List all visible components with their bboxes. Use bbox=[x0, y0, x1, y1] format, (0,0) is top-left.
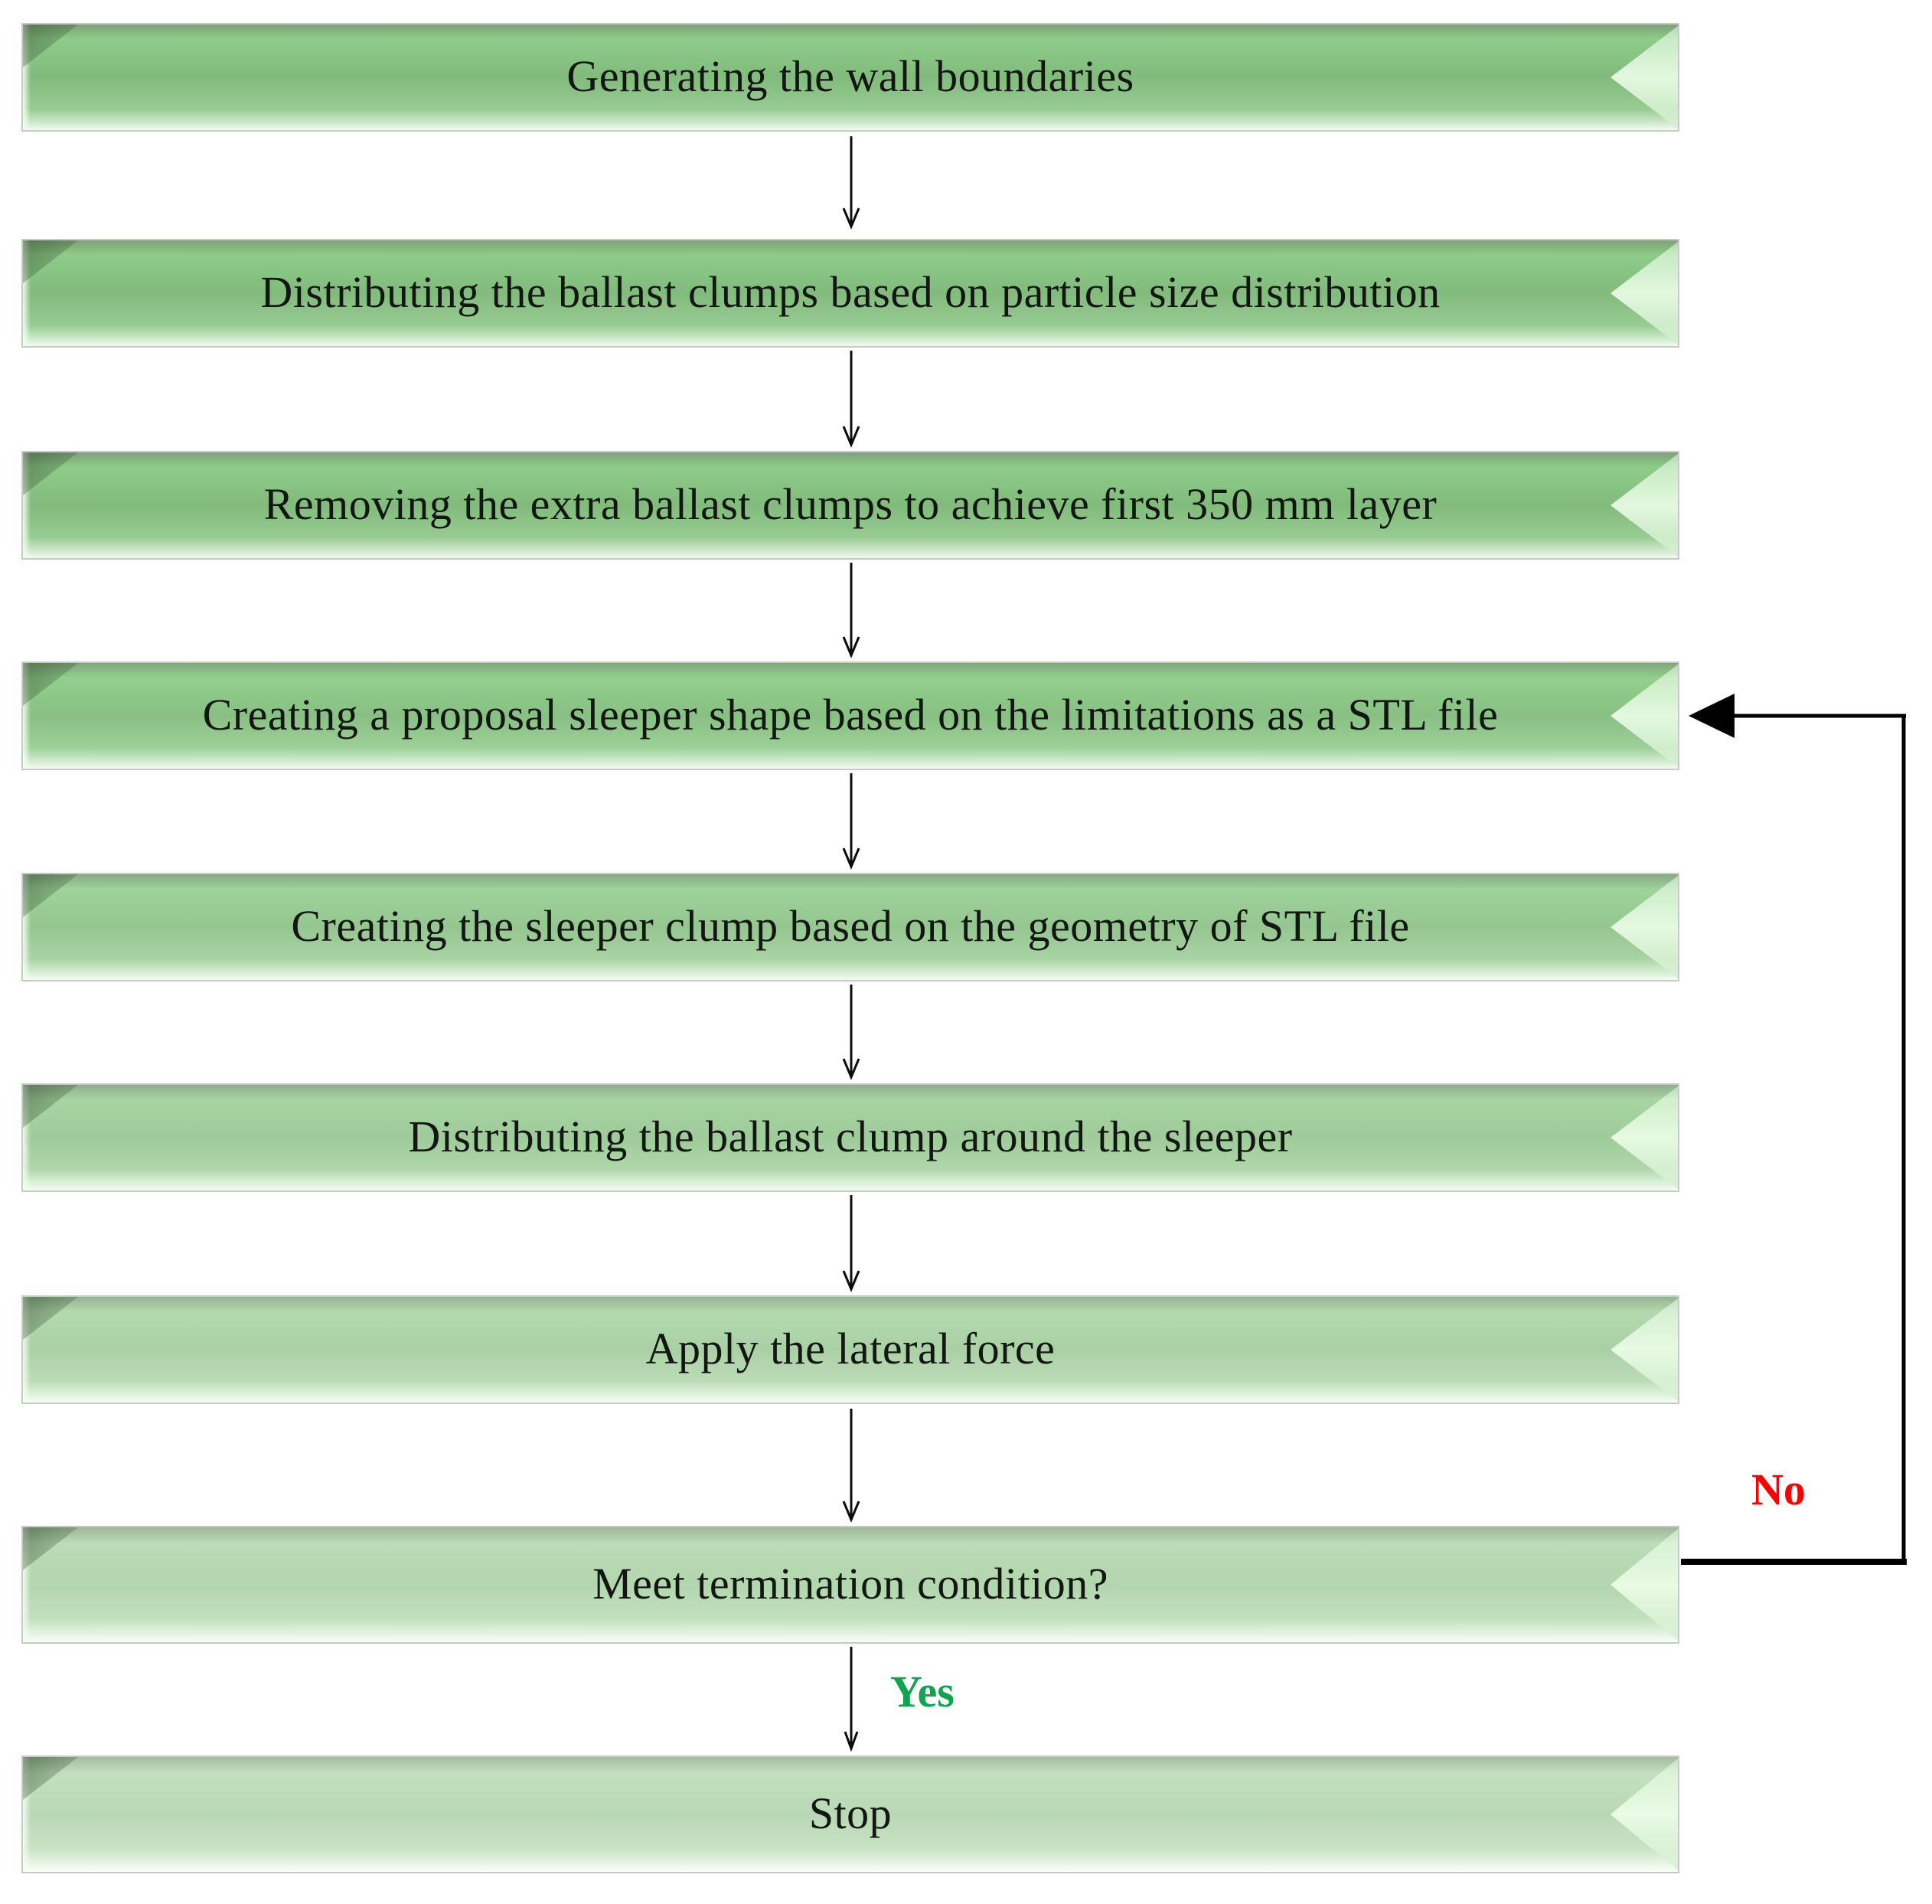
branch-label-no: No bbox=[1751, 1465, 1806, 1514]
arrowhead-down-icon bbox=[842, 1501, 860, 1523]
flow-step-stop: Stop bbox=[21, 1755, 1679, 1873]
flow-step-remove-extra-clumps: Removing the extra ballast clumps to ach… bbox=[21, 451, 1679, 560]
bevel-right-highlight bbox=[1611, 1298, 1678, 1401]
flow-step-label: Removing the extra ballast clumps to ach… bbox=[263, 478, 1438, 529]
bevel-fold-decoration bbox=[23, 452, 78, 495]
arrowhead-down-icon bbox=[844, 1731, 859, 1752]
bevel-left-highlight bbox=[23, 874, 31, 980]
bevel-right-highlight bbox=[1611, 1086, 1678, 1189]
branch-label-yes: Yes bbox=[890, 1667, 955, 1716]
arrowhead-down-icon bbox=[842, 847, 860, 870]
bevel-fold-decoration bbox=[23, 1757, 78, 1800]
arrowhead-down-icon bbox=[842, 426, 860, 448]
bevel-right-highlight bbox=[1611, 26, 1678, 129]
arrowhead-left-icon bbox=[1689, 694, 1735, 738]
bevel-right-highlight bbox=[1611, 1529, 1678, 1641]
arrowhead-down-icon bbox=[842, 1270, 860, 1292]
bevel-right-highlight bbox=[1611, 876, 1678, 978]
flow-step-label: Apply the lateral force bbox=[645, 1323, 1056, 1373]
bevel-left-highlight bbox=[23, 1085, 31, 1190]
no-loop-path bbox=[1681, 714, 1907, 1565]
bevel-right-highlight bbox=[1611, 1759, 1678, 1870]
bevel-right-highlight bbox=[1611, 242, 1678, 345]
bevel-left-highlight bbox=[23, 240, 31, 346]
flow-step-label: Distributing the ballast clumps based on… bbox=[260, 266, 1441, 317]
bevel-right-highlight bbox=[1611, 454, 1678, 557]
flow-step-label: Creating a proposal sleeper shape based … bbox=[202, 689, 1499, 740]
arrowhead-down-icon bbox=[842, 636, 860, 658]
flow-step-label: Distributing the ballast clump around th… bbox=[408, 1111, 1293, 1161]
flow-step-distribute-ballast-clumps: Distributing the ballast clumps based on… bbox=[21, 239, 1679, 348]
bevel-fold-decoration bbox=[23, 1297, 78, 1340]
bevel-fold-decoration bbox=[23, 663, 78, 706]
bevel-left-highlight bbox=[23, 1297, 31, 1403]
bevel-fold-decoration bbox=[23, 1085, 78, 1128]
arrowhead-down-icon bbox=[842, 1058, 860, 1080]
bevel-left-highlight bbox=[23, 1527, 31, 1642]
bevel-left-highlight bbox=[23, 24, 31, 130]
bevel-left-highlight bbox=[23, 1757, 31, 1872]
flow-step-label: Meet termination condition? bbox=[592, 1558, 1108, 1608]
flow-step-label: Stop bbox=[808, 1788, 893, 1838]
flow-step-create-proposal-sleeper: Creating a proposal sleeper shape based … bbox=[21, 661, 1679, 770]
flow-step-create-sleeper-clump: Creating the sleeper clump based on the … bbox=[21, 873, 1679, 981]
bevel-fold-decoration bbox=[23, 240, 78, 283]
bevel-fold-decoration bbox=[23, 24, 78, 67]
flow-step-apply-lateral-force: Apply the lateral force bbox=[21, 1295, 1679, 1404]
bevel-right-highlight bbox=[1611, 665, 1678, 767]
bevel-fold-decoration bbox=[23, 874, 78, 917]
arrowhead-down-icon bbox=[842, 207, 860, 230]
bevel-left-highlight bbox=[23, 452, 31, 558]
flow-step-label: Generating the wall boundaries bbox=[566, 51, 1134, 101]
flow-step-label: Creating the sleeper clump based on the … bbox=[291, 900, 1410, 951]
bevel-left-highlight bbox=[23, 663, 31, 769]
flow-step-distribute-around-sleeper: Distributing the ballast clump around th… bbox=[21, 1083, 1679, 1192]
bevel-fold-decoration bbox=[23, 1527, 78, 1570]
flow-step-generate-wall-boundaries: Generating the wall boundaries bbox=[21, 23, 1679, 132]
flow-step-termination-condition: Meet termination condition? bbox=[21, 1526, 1679, 1644]
